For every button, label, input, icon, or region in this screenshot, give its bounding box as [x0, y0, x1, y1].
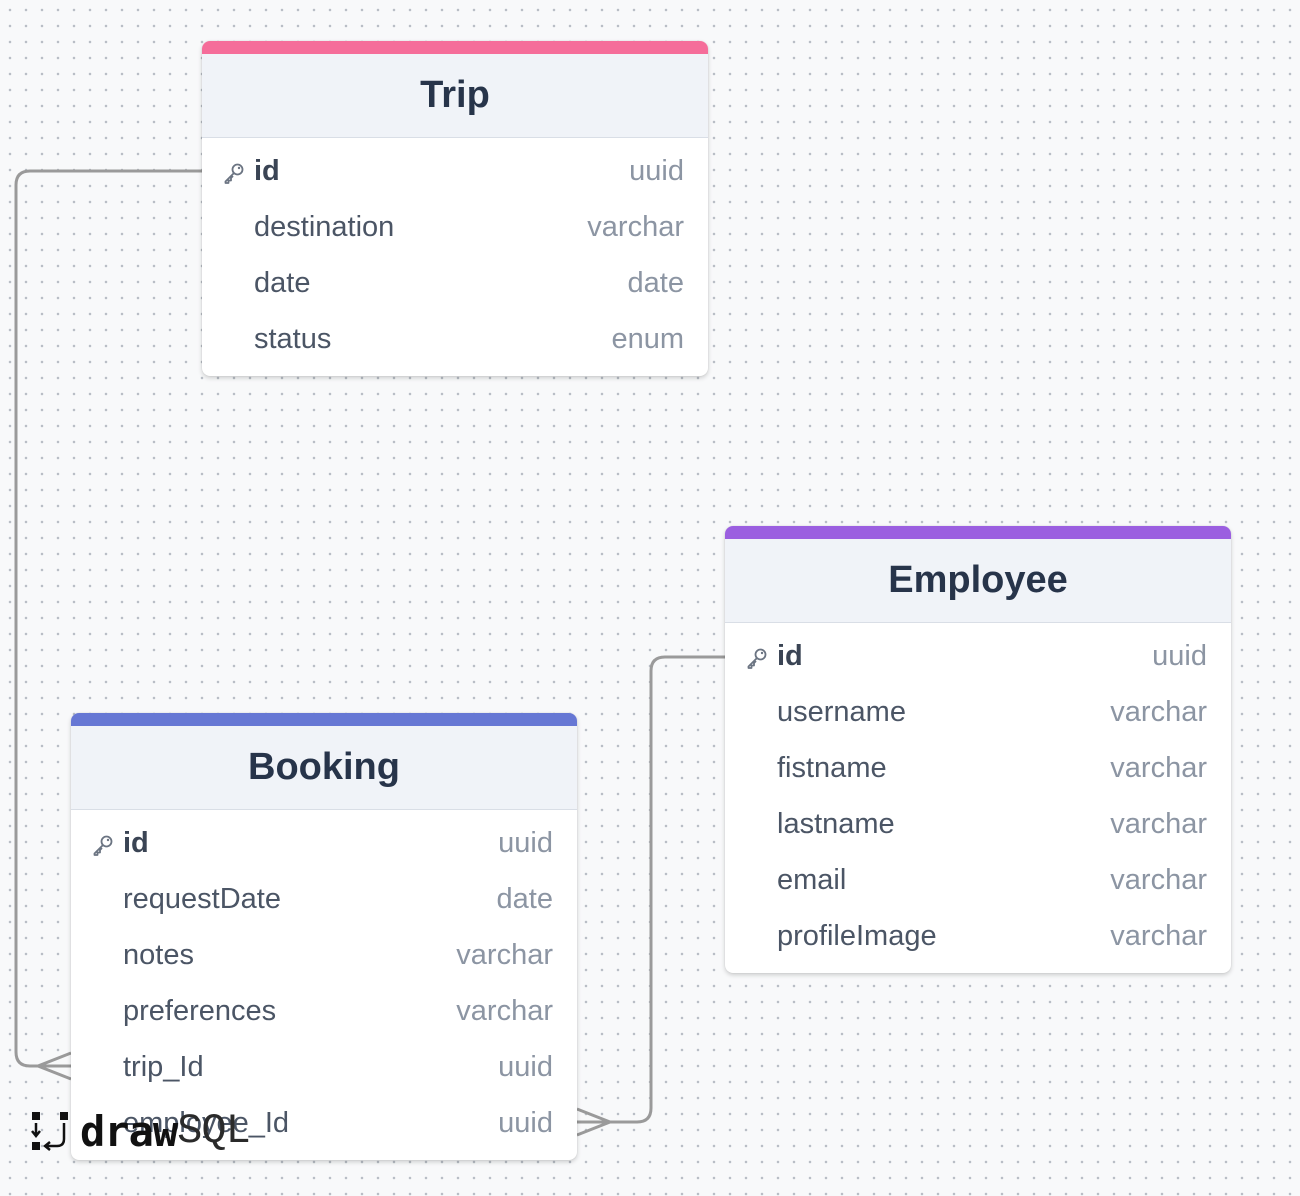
- column-row-id[interactable]: id uuid: [71, 815, 577, 871]
- column-type: varchar: [1110, 863, 1207, 896]
- column-row-date[interactable]: date date: [202, 255, 708, 311]
- column-name: profileImage: [777, 919, 937, 952]
- column-name: id: [777, 639, 803, 672]
- column-name: employee_Id: [123, 1106, 290, 1139]
- employee-booking-connector[interactable]: [577, 655, 725, 1124]
- key-icon: [91, 833, 115, 857]
- column-type: varchar: [1110, 807, 1207, 840]
- trip-booking-crowfoot: [33, 1051, 72, 1081]
- table-header[interactable]: Employee: [725, 539, 1231, 623]
- column-type: varchar: [1110, 695, 1207, 728]
- column-name: requestDate: [123, 882, 281, 915]
- column-row-email[interactable]: email varchar: [725, 852, 1231, 908]
- column-name: notes: [123, 938, 194, 971]
- column-name: trip_Id: [123, 1050, 204, 1083]
- column-row-notes[interactable]: notes varchar: [71, 927, 577, 983]
- column-type: varchar: [1110, 919, 1207, 952]
- table-title: Booking: [248, 746, 400, 788]
- column-row-id[interactable]: id uuid: [725, 628, 1231, 684]
- column-row-employee-id[interactable]: employee_Id uuid: [71, 1095, 577, 1151]
- column-list: id uuid destination varchar date date status en…: [202, 138, 708, 376]
- column-row-fistname[interactable]: fistname varchar: [725, 740, 1231, 796]
- column-row-requestdate[interactable]: requestDate date: [71, 871, 577, 927]
- column-name: id: [123, 826, 149, 859]
- column-type: varchar: [587, 210, 684, 243]
- table-booking[interactable]: Booking id uuid requestDate date notes varcha…: [71, 713, 577, 1160]
- column-row-id[interactable]: id uuid: [202, 143, 708, 199]
- key-icon: [222, 161, 246, 185]
- column-name: email: [777, 863, 847, 896]
- column-name: fistname: [777, 751, 887, 784]
- column-row-destination[interactable]: destination varchar: [202, 199, 708, 255]
- column-type: varchar: [456, 994, 553, 1027]
- watermark-text-bold: draw: [80, 1106, 178, 1156]
- column-type: varchar: [1110, 751, 1207, 784]
- column-row-trip-id[interactable]: trip_Id uuid: [71, 1039, 577, 1095]
- column-name: lastname: [777, 807, 895, 840]
- column-type: date: [496, 882, 553, 915]
- watermark-text-light: SQL: [177, 1107, 251, 1155]
- column-name: preferences: [123, 994, 277, 1027]
- column-row-profileimage[interactable]: profileImage varchar: [725, 908, 1231, 964]
- table-title: Employee: [888, 559, 1068, 601]
- column-name: date: [254, 266, 311, 299]
- drawsql-watermark[interactable]: draw SQL: [30, 1106, 251, 1156]
- column-row-lastname[interactable]: lastname varchar: [725, 796, 1231, 852]
- column-name: id: [254, 154, 280, 187]
- table-accent-bar: [202, 41, 708, 54]
- column-type: uuid: [498, 826, 553, 859]
- table-header[interactable]: Booking: [71, 726, 577, 810]
- trip-booking-connector[interactable]: [14, 169, 202, 1068]
- column-type: uuid: [498, 1106, 553, 1139]
- table-employee[interactable]: Employee id uuid username varchar fistname va…: [725, 526, 1231, 973]
- column-type: enum: [611, 322, 684, 355]
- table-title: Trip: [420, 74, 490, 116]
- table-header[interactable]: Trip: [202, 54, 708, 138]
- drawsql-logo-icon: [31, 1112, 68, 1151]
- column-type: uuid: [1152, 639, 1207, 672]
- table-accent-bar: [725, 526, 1231, 539]
- column-type: date: [627, 266, 684, 299]
- key-icon: [745, 646, 769, 670]
- column-type: varchar: [456, 938, 553, 971]
- column-name: destination: [254, 210, 395, 243]
- column-row-preferences[interactable]: preferences varchar: [71, 983, 577, 1039]
- column-name: status: [254, 322, 332, 355]
- column-row-status[interactable]: status enum: [202, 311, 708, 367]
- column-row-username[interactable]: username varchar: [725, 684, 1231, 740]
- table-accent-bar: [71, 713, 577, 726]
- column-type: uuid: [498, 1050, 553, 1083]
- column-name: username: [777, 695, 906, 728]
- column-type: uuid: [629, 154, 684, 187]
- table-trip[interactable]: Trip id uuid destination varchar date date sta…: [202, 41, 708, 376]
- employee-booking-crowfoot: [576, 1107, 615, 1137]
